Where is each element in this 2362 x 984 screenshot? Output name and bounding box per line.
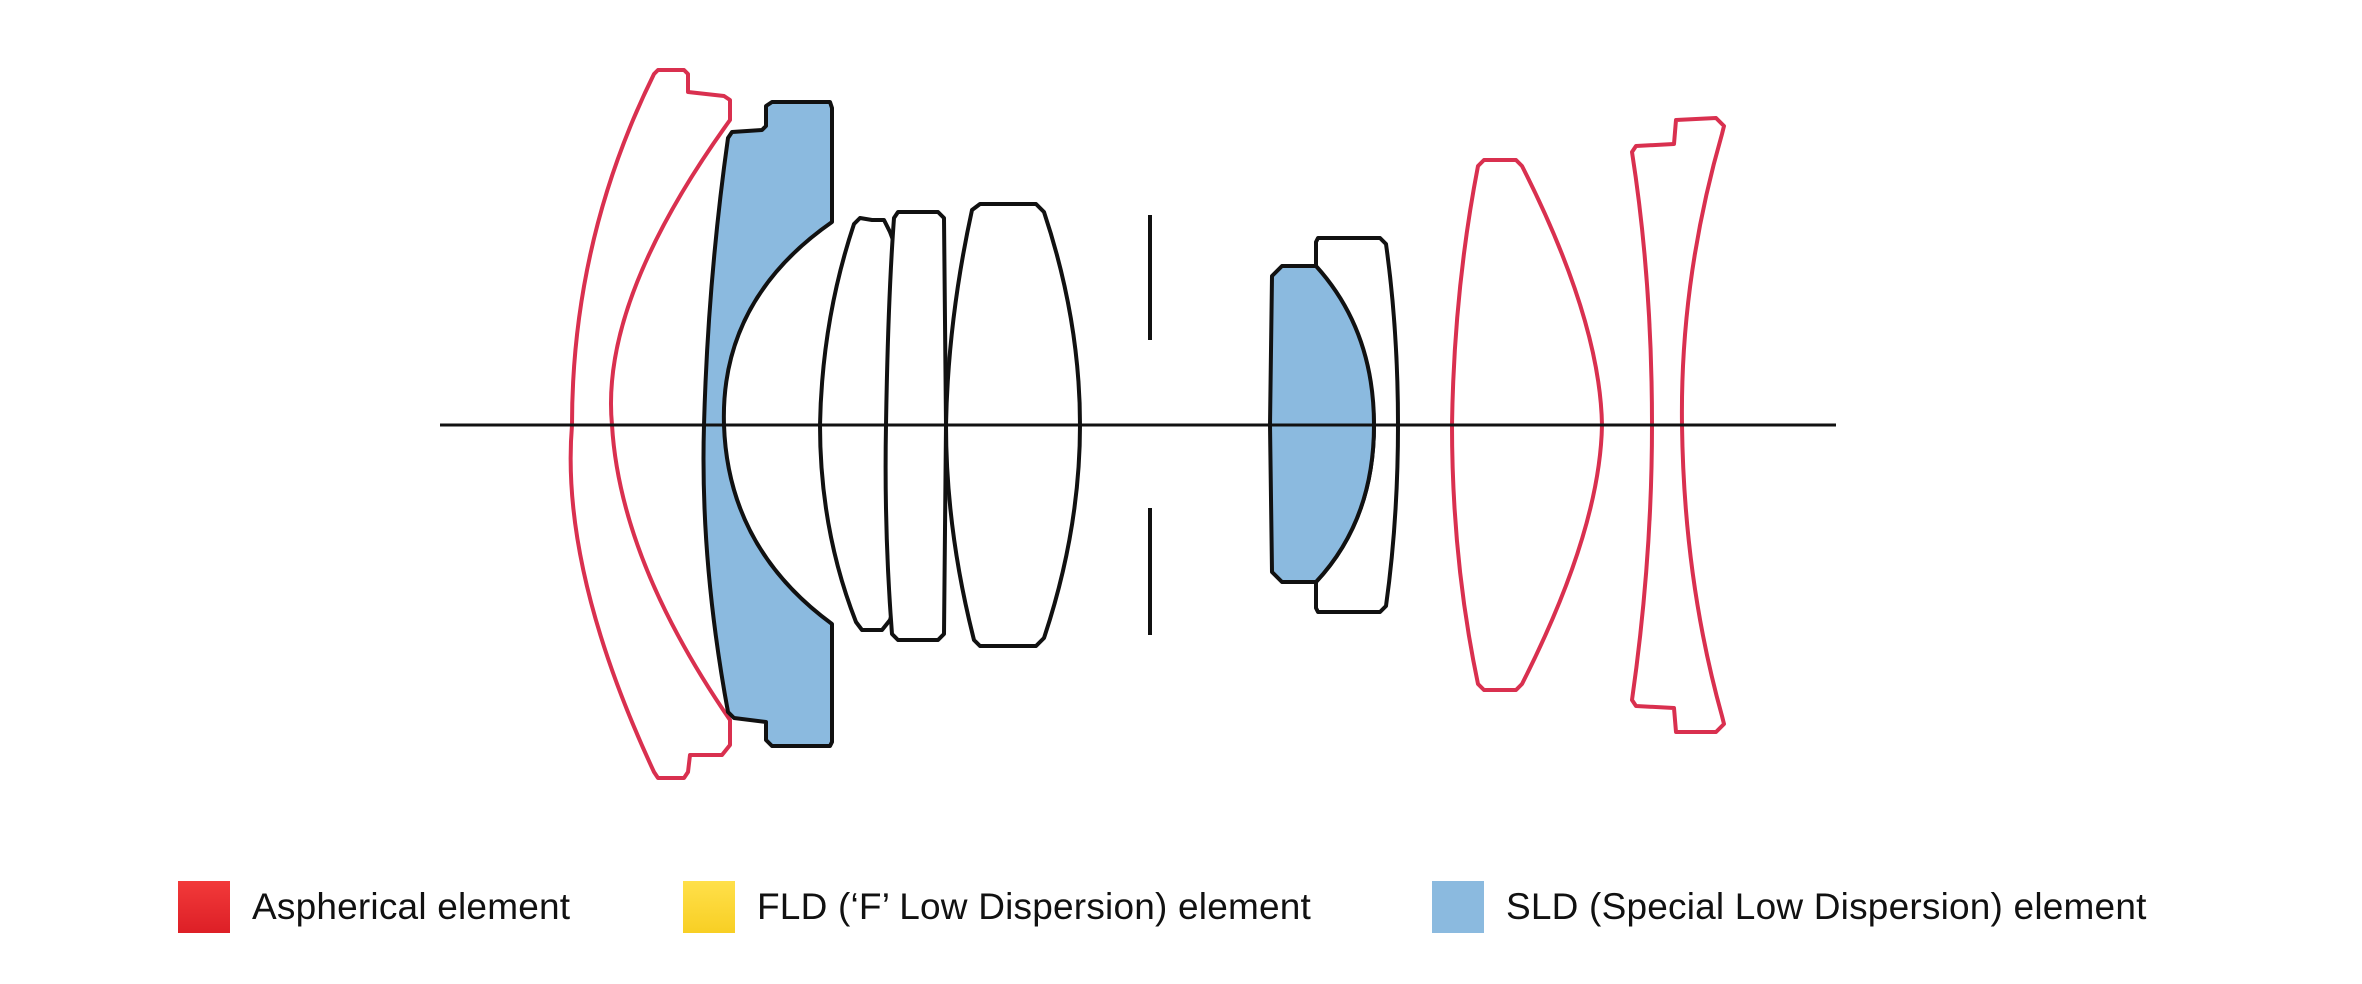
- legend-swatch-sld: [1432, 881, 1484, 933]
- legend-label-fld: FLD (‘F’ Low Dispersion) element: [757, 886, 1312, 927]
- lens-element-2-sld: [701, 100, 834, 748]
- legend-item-sld: SLD (Special Low Dispersion) element: [1432, 880, 2147, 934]
- legend-item-aspherical: Aspherical element: [178, 880, 570, 934]
- legend-swatch-fld: [683, 881, 735, 933]
- legend: Aspherical element FLD (‘F’ Low Dispersi…: [0, 880, 2362, 940]
- lens-element-8-aspherical: [1450, 158, 1604, 692]
- legend-item-fld: FLD (‘F’ Low Dispersion) element: [683, 880, 1311, 934]
- lens-element-1-aspherical: [568, 68, 732, 780]
- legend-label-sld: SLD (Special Low Dispersion) element: [1506, 886, 2147, 927]
- lens-element-9-aspherical: [1630, 116, 1726, 734]
- legend-swatch-aspherical: [178, 881, 230, 933]
- legend-label-aspherical: Aspherical element: [252, 886, 571, 927]
